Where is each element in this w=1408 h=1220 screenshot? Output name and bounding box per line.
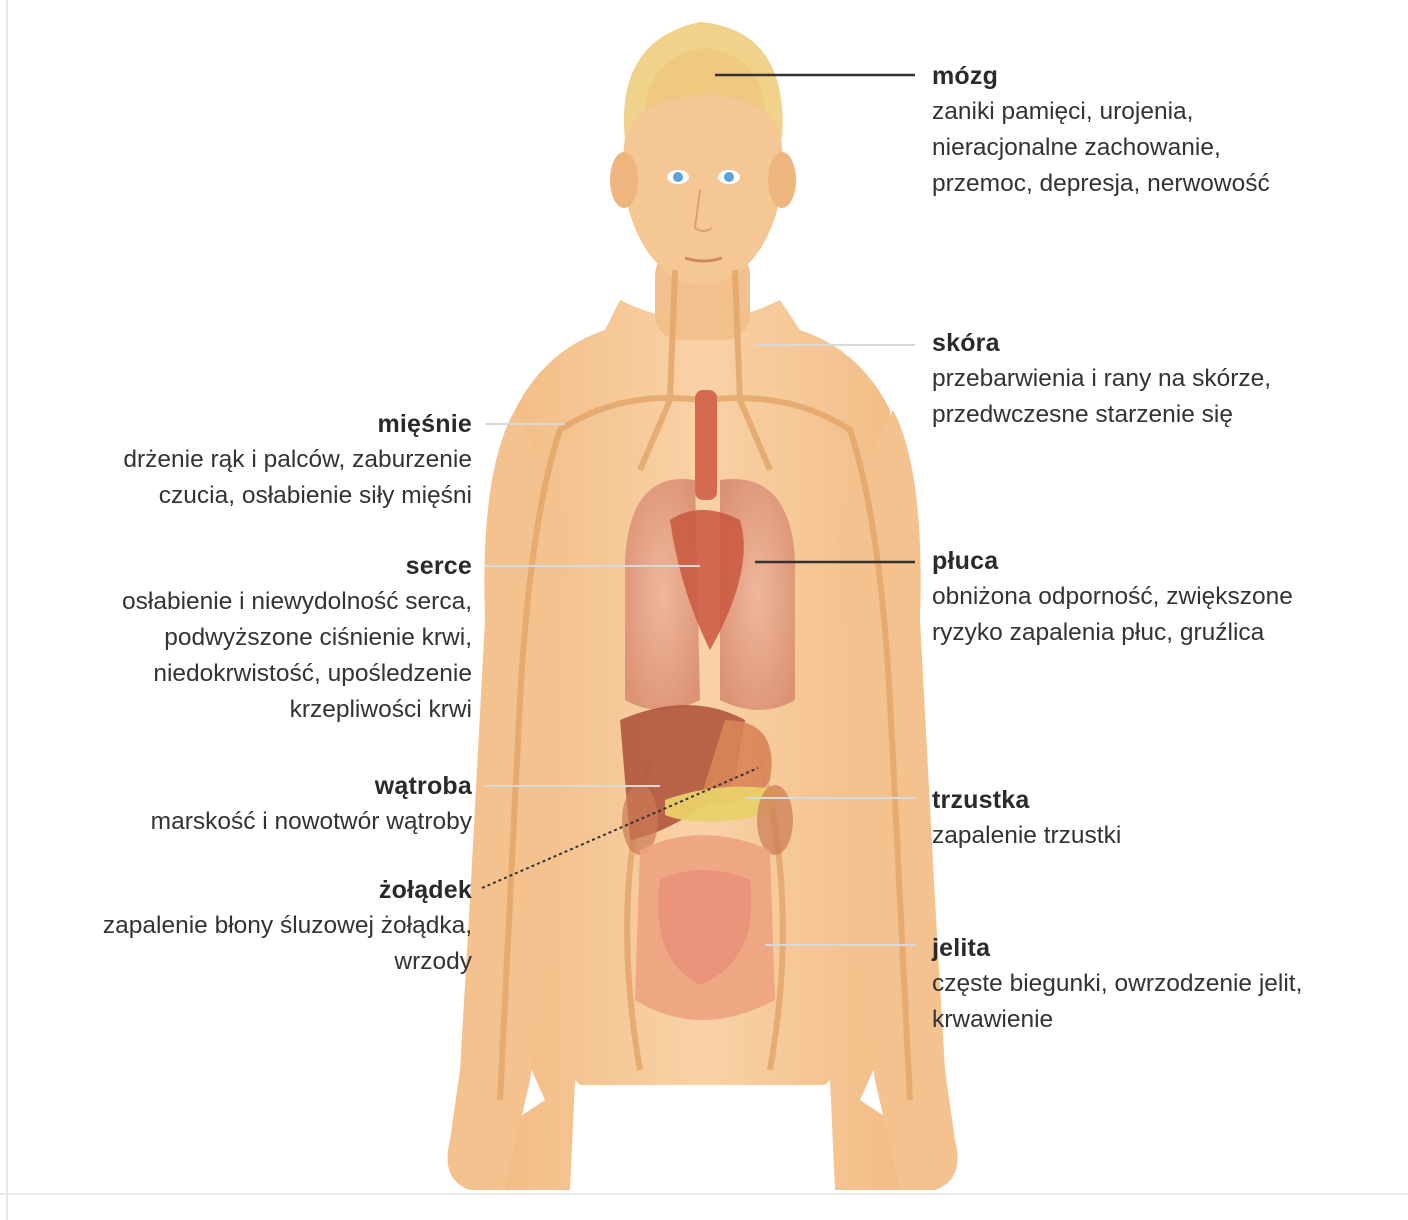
callout-mozg-desc: zaniki pamięci, urojenia, nieracjonalne … <box>932 94 1352 202</box>
callout-zoladek: żołądek zapalenie błony śluzowej żołądka… <box>60 872 472 980</box>
callout-watroba-title: wątroba <box>60 768 472 804</box>
callout-trzustka: trzustka zapalenie trzustki <box>932 782 1352 854</box>
callout-mozg-title: mózg <box>932 58 1352 94</box>
callout-pluca-desc: obniżona odporność, zwiększone ryzyko za… <box>932 579 1362 651</box>
callout-jelita-desc: częste biegunki, owrzodzenie jelit, krwa… <box>932 966 1362 1038</box>
callout-serce: serce osłabienie i niewydolność serca, p… <box>60 548 472 728</box>
right-iris <box>724 172 734 182</box>
right-ear <box>768 152 796 208</box>
callout-jelita-title: jelita <box>932 930 1362 966</box>
callout-watroba-desc: marskość i nowotwór wątroby <box>60 804 472 840</box>
callout-trzustka-title: trzustka <box>932 782 1352 818</box>
callout-skora-desc: przebarwienia i rany na skórze, przedwcz… <box>932 361 1352 433</box>
callout-trzustka-desc: zapalenie trzustki <box>932 818 1352 854</box>
left-ear <box>610 152 638 208</box>
callout-serce-title: serce <box>60 548 472 584</box>
callout-serce-desc: osłabienie i niewydolność serca, podwyżs… <box>60 584 472 728</box>
callout-pluca: płuca obniżona odporność, zwiększone ryz… <box>932 543 1362 651</box>
left-iris <box>673 172 683 182</box>
callout-miesnie-desc: drżenie rąk i palców, zaburzenie czucia,… <box>60 442 472 514</box>
callout-skora: skóra przebarwienia i rany na skórze, pr… <box>932 325 1352 433</box>
right-kidney <box>757 785 793 855</box>
callout-jelita: jelita częste biegunki, owrzodzenie jeli… <box>932 930 1362 1038</box>
callout-pluca-title: płuca <box>932 543 1362 579</box>
callout-zoladek-desc: zapalenie błony śluzowej żołądka, wrzody <box>60 908 472 980</box>
callout-miesnie: mięśnie drżenie rąk i palców, zaburzenie… <box>60 406 472 514</box>
callout-zoladek-title: żołądek <box>60 872 472 908</box>
trachea <box>695 390 717 500</box>
callout-miesnie-title: mięśnie <box>60 406 472 442</box>
callout-skora-title: skóra <box>932 325 1352 361</box>
callout-watroba: wątroba marskość i nowotwór wątroby <box>60 768 472 840</box>
callout-mozg: mózg zaniki pamięci, urojenia, nieracjon… <box>932 58 1352 202</box>
